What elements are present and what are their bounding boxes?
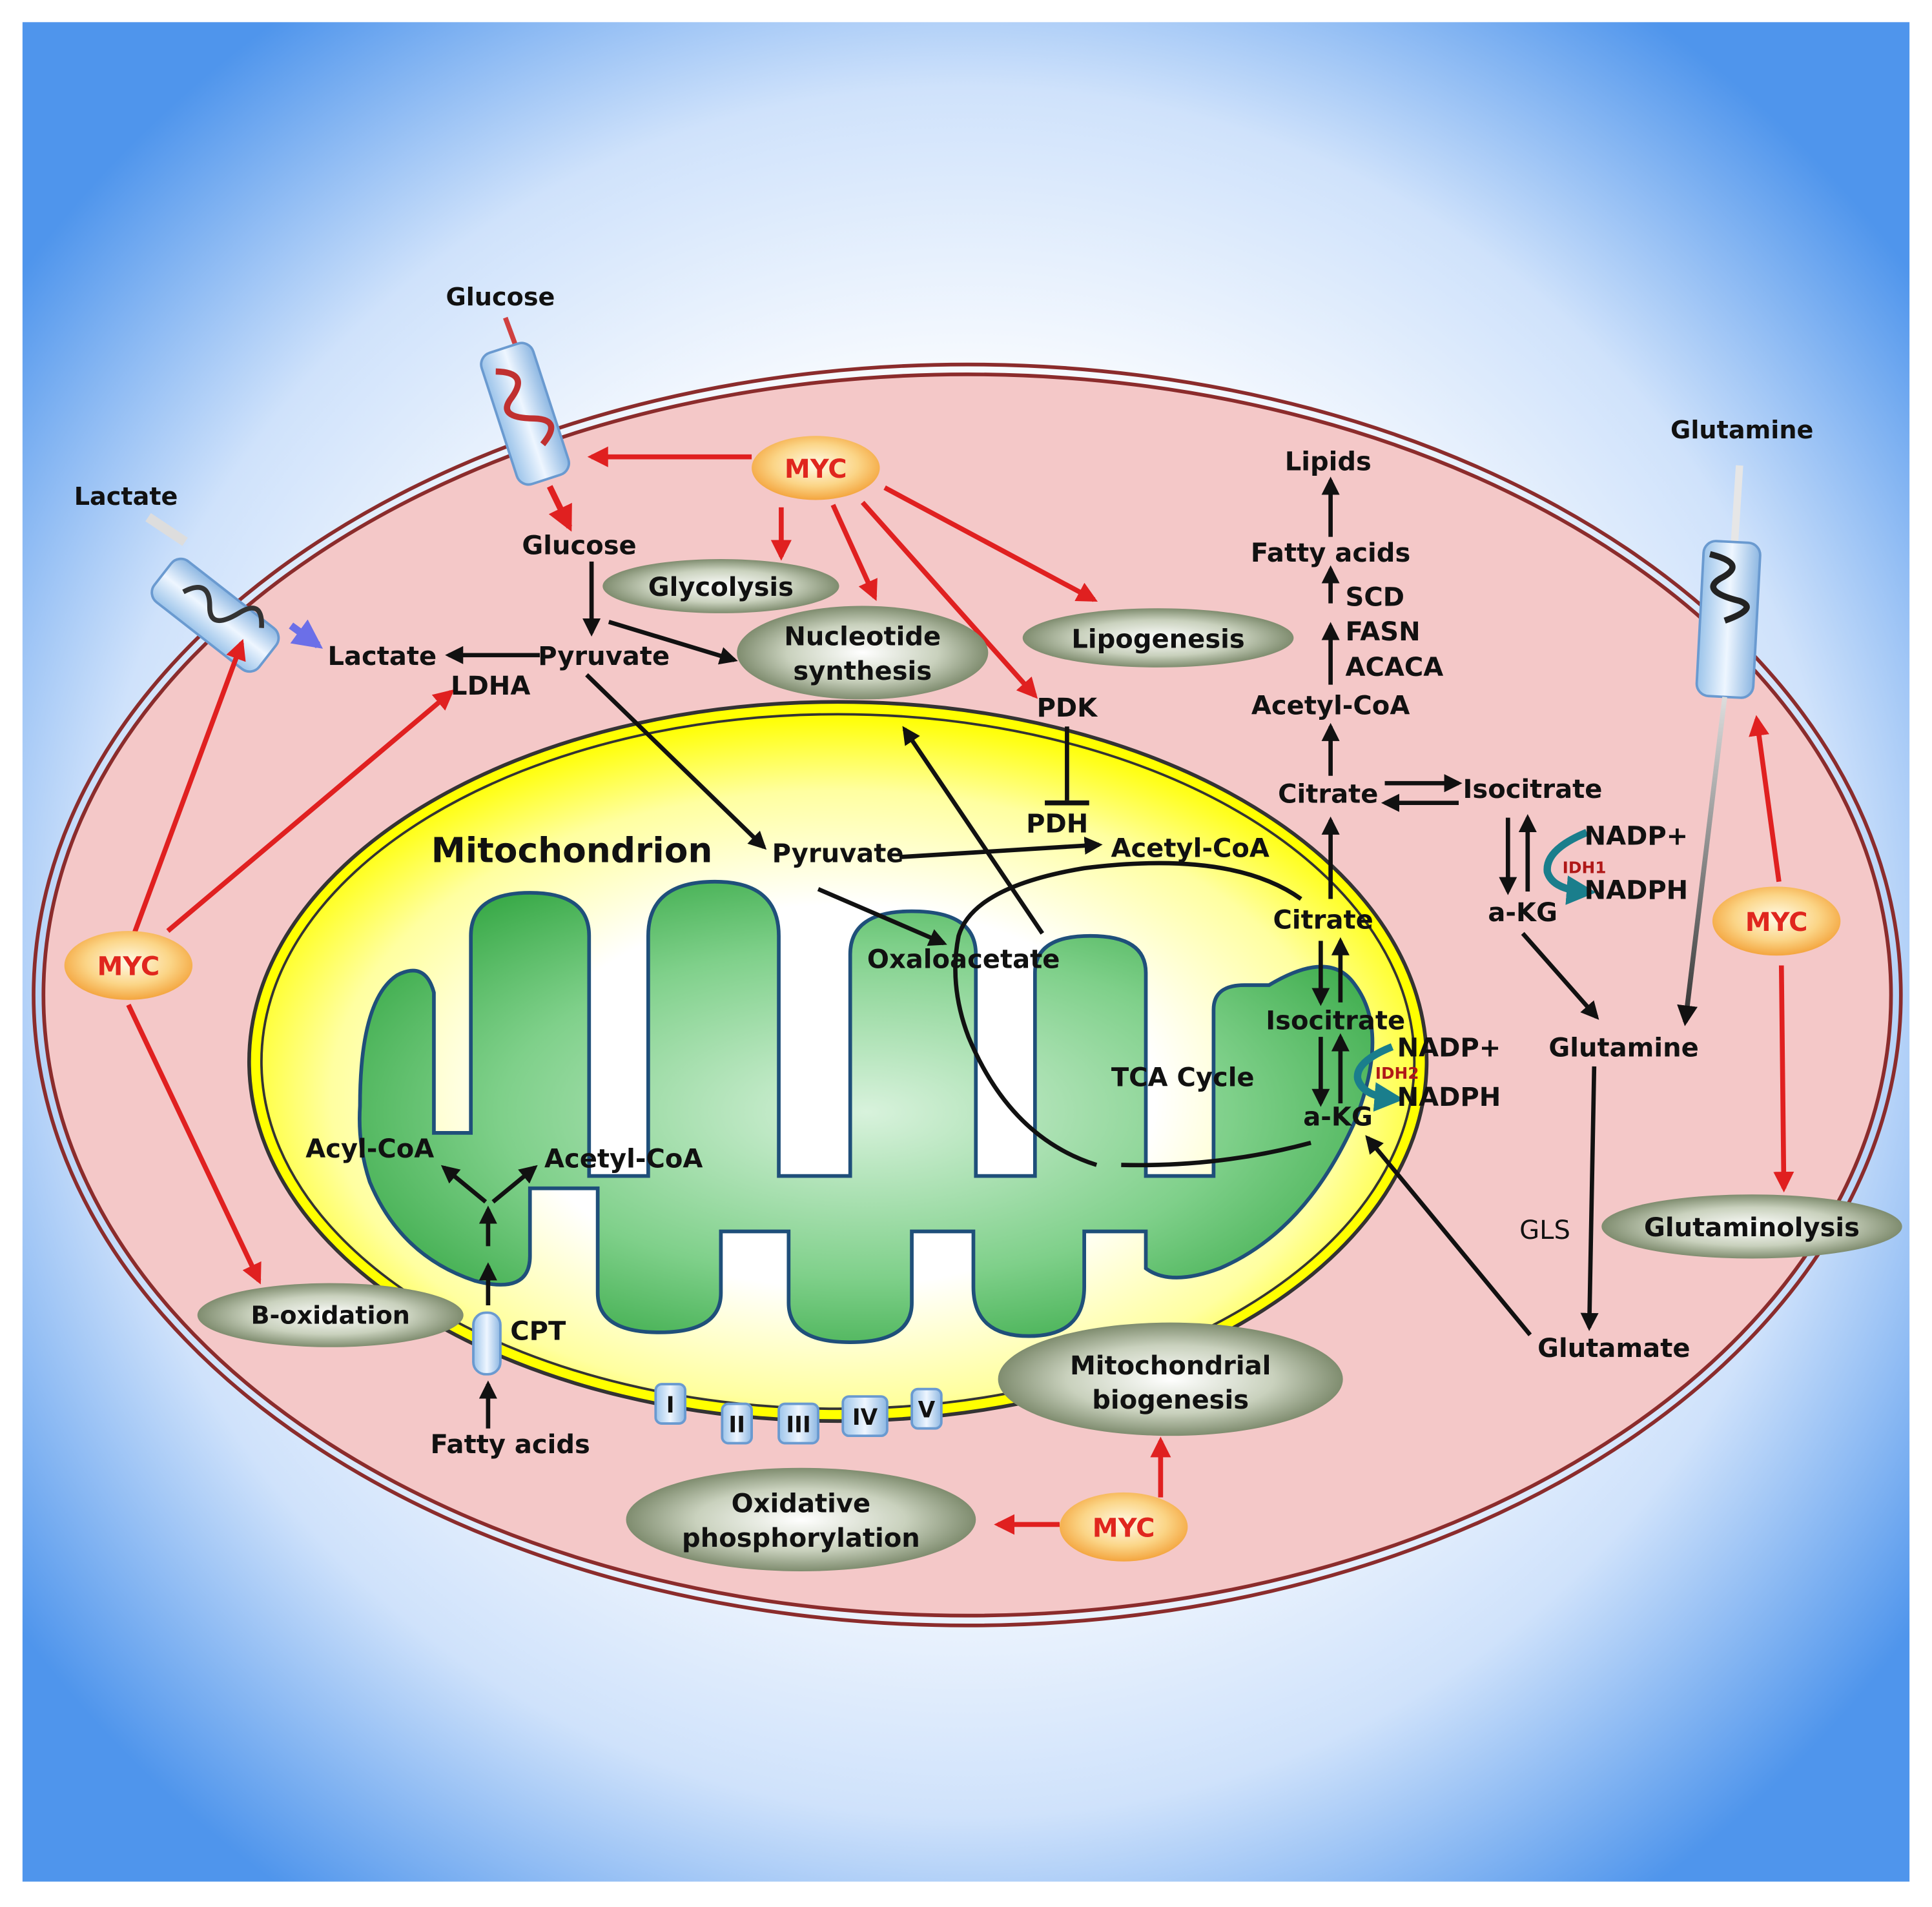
mito-oxaloacetate: Oxaloacetate bbox=[867, 944, 1060, 974]
cyto-fatty-acids-top: Fatty acids bbox=[1251, 538, 1410, 568]
mito-biogenesis-label-1: Mitochondrial bbox=[1070, 1351, 1271, 1381]
cyto-acetyl-coa: Acetyl-CoA bbox=[1251, 691, 1410, 720]
oxphos-label-2: phosphorylation bbox=[682, 1524, 920, 1553]
process-glycolysis: Glycolysis bbox=[602, 559, 839, 613]
mito-nadph: NADPH bbox=[1397, 1083, 1501, 1112]
myc-top-label: MYC bbox=[785, 454, 847, 484]
mito-tca-cycle: TCA Cycle bbox=[1111, 1063, 1255, 1092]
mitochondrion-cristae bbox=[358, 879, 1375, 1345]
mitochondrion-inner-space bbox=[260, 713, 1416, 1411]
complex-iii-label: III bbox=[786, 1412, 810, 1438]
glycolysis-label: Glycolysis bbox=[648, 573, 794, 602]
cyto-cpt: CPT bbox=[510, 1316, 566, 1346]
cell-membrane-outer bbox=[32, 362, 1903, 1627]
idh1-arrow bbox=[1543, 829, 1596, 905]
mito-citrate: Citrate bbox=[1273, 905, 1373, 935]
mito-pdh: PDH bbox=[1026, 809, 1088, 839]
cyto-gls: GLS bbox=[1519, 1216, 1570, 1245]
complex-v bbox=[910, 1387, 943, 1430]
glutamine-transporter bbox=[1677, 465, 1762, 1026]
extracellular-glutamine: Glutamine bbox=[1670, 416, 1813, 444]
lactate-transporter bbox=[145, 513, 324, 673]
cyto-fasn: FASN bbox=[1346, 617, 1421, 647]
mito-acyl-coa: Acyl-CoA bbox=[305, 1134, 434, 1164]
myc-node-top: MYC bbox=[752, 436, 880, 500]
mito-pyruvate: Pyruvate bbox=[772, 839, 904, 868]
cyto-glucose: Glucose bbox=[522, 531, 636, 560]
glutaminolysis-label: Glutaminolysis bbox=[1644, 1213, 1860, 1243]
b-oxidation-label: B-oxidation bbox=[251, 1301, 409, 1330]
complex-ii bbox=[721, 1402, 754, 1445]
electron-transport-chain: I II III IV V bbox=[654, 1383, 943, 1445]
mito-acetyl-coa: Acetyl-CoA bbox=[1111, 834, 1269, 864]
myc-right-label: MYC bbox=[1745, 908, 1808, 937]
complex-i bbox=[654, 1383, 686, 1425]
cyto-pdk: PDK bbox=[1037, 693, 1099, 723]
myc-regulation-arrows bbox=[126, 446, 1794, 1535]
mito-title: Mitochondrion bbox=[431, 830, 713, 870]
cyto-nadph: NADPH bbox=[1585, 875, 1689, 905]
cyto-pyruvate: Pyruvate bbox=[538, 642, 670, 671]
mitochondrion-labels: Mitochondrion Pyruvate PDH Acetyl-CoA Ox… bbox=[305, 809, 1501, 1174]
complex-ii-label: II bbox=[728, 1412, 745, 1438]
myc-left-label: MYC bbox=[97, 952, 159, 982]
mito-nadp-plus: NADP+ bbox=[1397, 1034, 1501, 1063]
myc-bottom-label: MYC bbox=[1093, 1514, 1155, 1544]
glucose-transporter bbox=[480, 316, 573, 532]
idh1-label: IDH1 bbox=[1563, 858, 1607, 877]
nucleotide-label-1: Nucleotide bbox=[784, 622, 941, 652]
cyto-akg: a-KG bbox=[1488, 898, 1557, 928]
complex-i-label: I bbox=[666, 1392, 675, 1418]
cyto-glutamate: Glutamate bbox=[1537, 1334, 1690, 1363]
complex-iii bbox=[777, 1402, 820, 1445]
myc-node-bottom: MYC bbox=[1059, 1492, 1188, 1562]
idh2-arrow bbox=[1353, 1043, 1404, 1112]
cyto-isocitrate: Isocitrate bbox=[1463, 775, 1602, 804]
idh2-label: IDH2 bbox=[1375, 1064, 1419, 1083]
extracellular-glucose: Glucose bbox=[446, 283, 555, 311]
myc-node-right: MYC bbox=[1712, 886, 1841, 956]
complex-v-label: V bbox=[918, 1398, 936, 1423]
cyto-acaca: ACACA bbox=[1346, 653, 1444, 682]
process-lipogenesis: Lipogenesis bbox=[1022, 608, 1294, 668]
extracellular-lactate: Lactate bbox=[74, 482, 178, 511]
cytoplasm-labels: Glucose Pyruvate Lactate LDHA PDK Lipids… bbox=[327, 447, 1698, 1460]
process-nucleotide-synthesis: Nucleotide synthesis bbox=[737, 606, 989, 700]
myc-node-left: MYC bbox=[64, 931, 193, 1000]
mito-biogenesis-label-2: biogenesis bbox=[1092, 1385, 1249, 1415]
cyto-nadp-plus: NADP+ bbox=[1585, 822, 1689, 852]
mito-akg: a-KG bbox=[1303, 1102, 1373, 1132]
oxphos-label-1: Oxidative bbox=[732, 1489, 870, 1518]
cyto-citrate: Citrate bbox=[1278, 780, 1378, 810]
complex-iv bbox=[841, 1395, 889, 1438]
process-oxidative-phosphorylation: Oxidative phosphorylation bbox=[626, 1467, 976, 1571]
cpt-transporter bbox=[472, 1311, 502, 1376]
cyto-ldha: LDHA bbox=[451, 671, 530, 701]
mito-acetyl-coa-fa: Acetyl-CoA bbox=[544, 1144, 703, 1174]
cyto-scd: SCD bbox=[1346, 582, 1404, 612]
cyto-lactate: Lactate bbox=[327, 642, 437, 671]
process-mitochondrial-biogenesis: Mitochondrial biogenesis bbox=[998, 1322, 1343, 1436]
process-glutaminolysis: Glutaminolysis bbox=[1601, 1194, 1902, 1259]
nucleotide-label-2: synthesis bbox=[793, 657, 932, 686]
complex-iv-label: IV bbox=[852, 1405, 878, 1431]
lipogenesis-label: Lipogenesis bbox=[1071, 624, 1244, 654]
mito-isocitrate: Isocitrate bbox=[1266, 1006, 1405, 1036]
process-b-oxidation: B-oxidation bbox=[197, 1283, 464, 1347]
cyto-glutamine: Glutamine bbox=[1548, 1034, 1698, 1063]
mitochondrion bbox=[247, 700, 1429, 1423]
pathway-arrows bbox=[440, 476, 1599, 1429]
cyto-lipids: Lipids bbox=[1285, 447, 1372, 477]
cyto-fatty-acids-bottom: Fatty acids bbox=[431, 1430, 590, 1460]
